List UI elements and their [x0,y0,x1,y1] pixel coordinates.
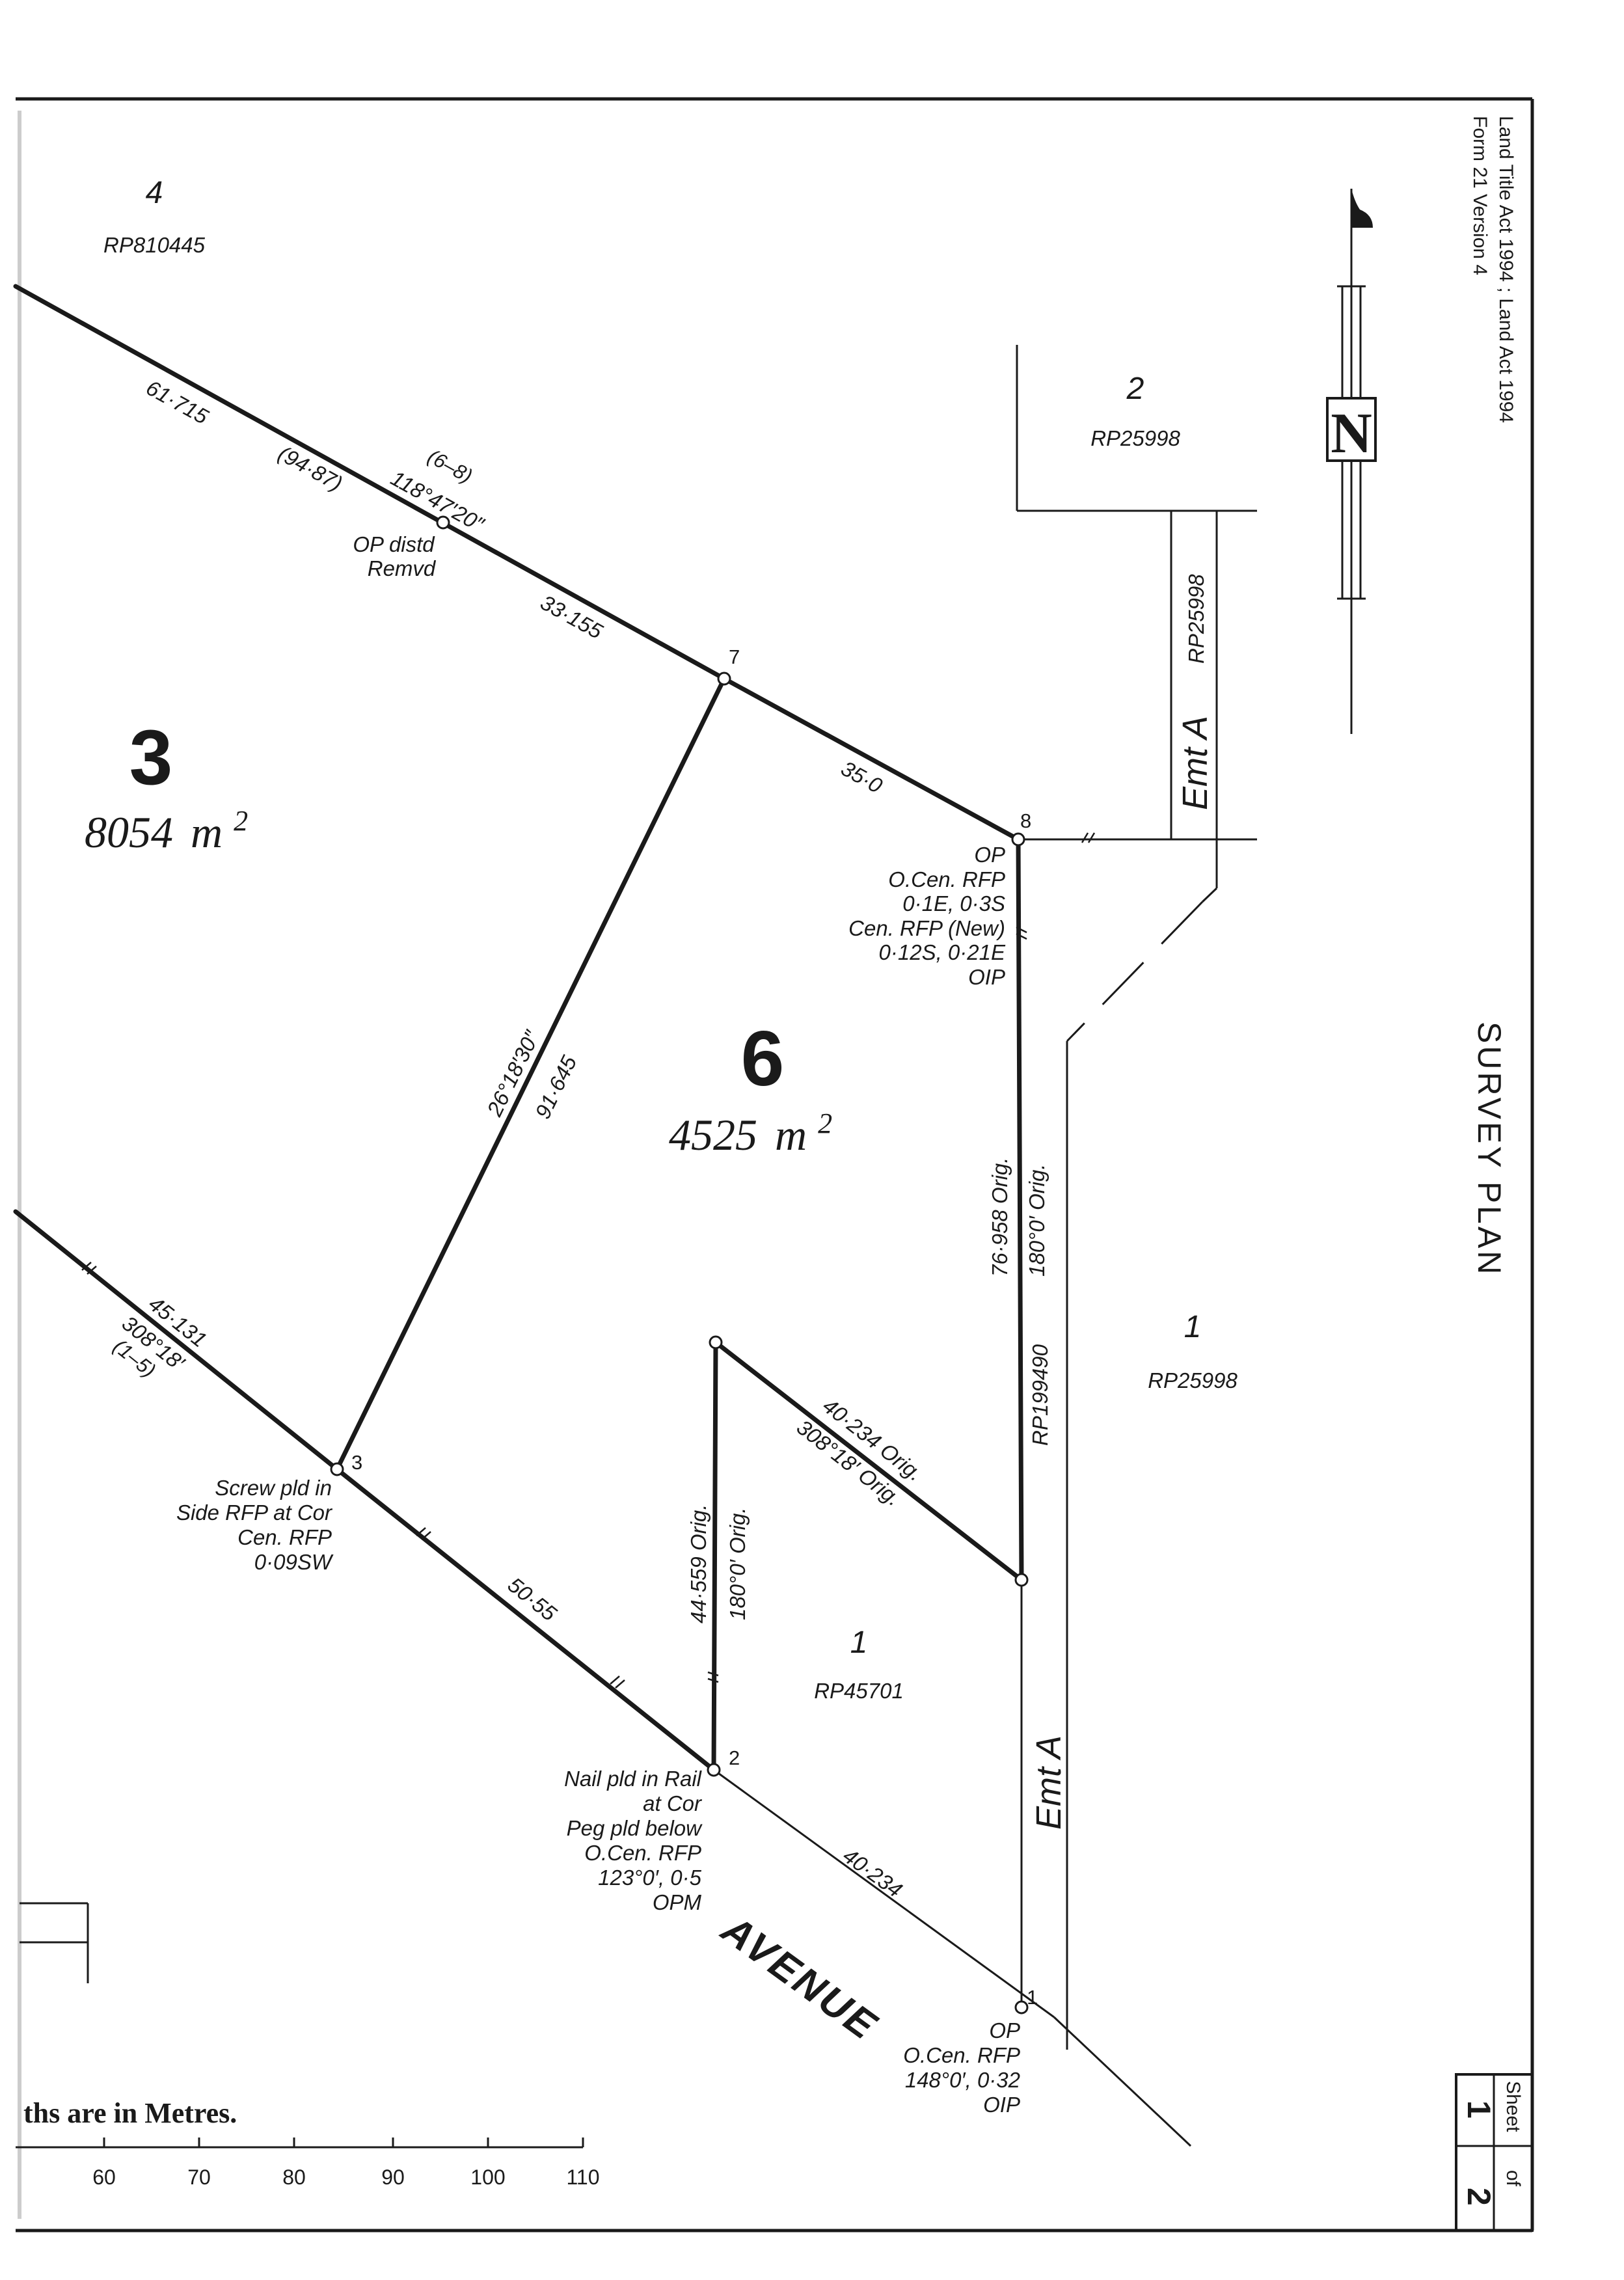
parcel-4-number: 4 [146,176,163,210]
note-stn1-1: OP [989,2018,1020,2043]
dim-61-715: 61·715 [142,375,213,429]
dim-76-958-orig: 76·958 Orig. [988,1158,1012,1277]
parcel-4-plan: RP810445 [103,233,206,257]
lot-3: 3 8054 m 2 [85,714,248,857]
dim-40-234: 40·234 [839,1843,907,1902]
of-label: of [1502,2170,1524,2187]
header-acts: Land Title Act 1994 ; Land Act 1994 [1495,116,1517,423]
scale-tick-70: 70 [187,2165,211,2189]
easement-north-plan: RP25998 [1184,574,1208,664]
lot-3-area-value: 8054 [85,808,173,857]
parcel-2-plan: RP25998 [1090,426,1180,450]
dim-6-8: (6–8) [424,445,476,488]
scale-bar: ths are in Metres. 60 70 80 90 100 110 [16,2097,600,2189]
notes-station-2: Nail pld in Rail at Cor Peg pld below O.… [564,1767,703,1914]
lot-6-number: 6 [741,1015,785,1102]
note-stn2-3: Peg pld below [567,1816,703,1840]
sheet-total: 2 [1461,2188,1497,2206]
note-stn8-4: Cen. RFP (New) [848,916,1005,940]
stations: 7 8 3 2 1 [330,515,1038,2015]
note-stn2-1: Nail pld in Rail [564,1767,703,1791]
lot-3-number: 3 [129,714,173,801]
note-stn8-3: 0·1E, 0·3S [902,891,1005,916]
lot-3-area-unit: m [191,808,223,857]
scale-tick-80: 80 [282,2165,306,2189]
notes-station-8: OP O.Cen. RFP 0·1E, 0·3S Cen. RFP (New) … [848,843,1006,989]
adjoining-lines [20,345,1257,2147]
boundary-inner [713,1340,1024,1582]
scale-tick-60: 60 [92,2165,116,2189]
notes-op-distd: OP distd Remvd [353,532,437,580]
note-stn3-4: 0·09SW [254,1550,334,1574]
note-stn1-2: O.Cen. RFP [903,2043,1020,2067]
boundary-west [13,1209,716,1772]
note-stn2-2: at Cor [643,1791,703,1815]
road-name: AVENUE [712,1906,886,2049]
lot-3-area: 8054 m 2 [85,805,248,857]
notes-station-1: OP O.Cen. RFP 148°0′, 0·32 OIP [903,2018,1020,2117]
boundary-7-3 [334,676,727,1472]
station-2: 2 [729,1746,740,1769]
note-stn8-2: O.Cen. RFP [888,867,1005,891]
note-op-distd-1: OP distd [353,532,435,556]
easements: Emt A RP25998 Emt A [1029,574,1215,1830]
north-letter: N [1331,402,1372,465]
lot-6: 6 4525 m 2 [669,1015,832,1160]
header-form: Form 21 Version 4 [1469,116,1491,275]
note-stn3-3: Cen. RFP [237,1525,332,1549]
north-arrow: N [1326,189,1377,734]
easement-north-name: Emt A [1176,716,1215,810]
note-stn2-6: OPM [653,1890,702,1914]
boundary-east [1016,837,1024,1582]
scale-caption: ths are in Metres. [23,2097,237,2129]
lot-boundaries [13,284,1024,1772]
header: Land Title Act 1994 ; Land Act 1994 Form… [1469,116,1517,1277]
parcel-1-east-plan: RP25998 [1148,1368,1238,1392]
boundary-inner-west [711,1340,718,1772]
note-stn3-2: Side RFP at Cor [176,1500,333,1525]
parcel-1-south-plan: RP45701 [814,1679,904,1703]
dimension-labels: 61·715 (94·87) 118°47′20″ (6–8) 33·155 3… [109,375,1052,1902]
station-8: 8 [1020,809,1031,832]
scale-tick-110: 110 [566,2165,599,2189]
lot-6-area: 4525 m 2 [669,1107,832,1160]
scale-tick-100: 100 [470,2165,505,2189]
sheet-frame [16,97,1534,2232]
station-1: 1 [1027,1986,1038,2009]
note-stn8-1: OP [974,843,1005,867]
lot-6-area-unit: m [775,1110,807,1160]
easement-south-name: Emt A [1029,1735,1068,1830]
sheet-number: 1 [1461,2100,1497,2119]
note-stn8-6: OIP [968,965,1005,989]
lot-3-area-exp: 2 [234,805,248,837]
dim-180-orig-b: 180°0′ Orig. [1025,1164,1049,1277]
plan-title: SURVEY PLAN [1471,1022,1508,1277]
station-3: 3 [351,1451,362,1474]
parcel-1-east-number: 1 [1184,1310,1202,1344]
sheet-box: Sheet 1 of 2 [1455,2073,1534,2232]
note-stn1-4: OIP [983,2093,1020,2117]
note-stn2-4: O.Cen. RFP [584,1841,701,1865]
scale-tick-90: 90 [381,2165,405,2189]
dim-33-155: 33·155 [537,590,607,644]
parcels: 4 RP810445 2 RP25998 1 RP25998 1 RP45701 [103,176,1238,1703]
dim-180-orig-a: 180°0′ Orig. [725,1508,750,1620]
dim-44-559-orig: 44·559 Orig. [686,1504,710,1623]
note-stn1-3: 148°0′, 0·32 [905,2068,1020,2092]
station-7: 7 [729,645,740,668]
lot-6-area-value: 4525 [669,1110,757,1160]
note-stn8-5: 0·12S, 0·21E [879,940,1006,964]
note-stn3-1: Screw pld in [215,1476,332,1500]
parcel-2-number: 2 [1126,372,1144,406]
dim-50-55: 50·55 [504,1573,562,1626]
sheet-label: Sheet [1502,2081,1524,2132]
notes-station-3: Screw pld in Side RFP at Cor Cen. RFP 0·… [176,1476,334,1574]
lot-6-area-exp: 2 [818,1107,832,1139]
plan-rp199490: RP199490 [1028,1344,1052,1446]
note-stn2-5: 123°0′, 0·5 [598,1866,701,1890]
parcel-1-south-number: 1 [850,1625,868,1660]
note-op-distd-2: Remvd [368,556,437,580]
north-arrow-head-icon [1351,189,1373,228]
